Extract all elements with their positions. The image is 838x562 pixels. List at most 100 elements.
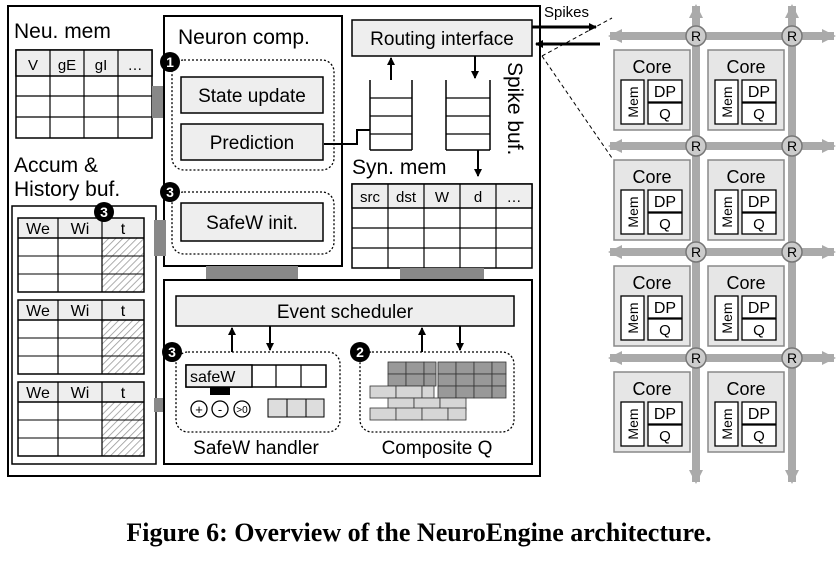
compq-cell-10	[437, 373, 457, 387]
compq-cell-8	[405, 373, 425, 387]
badge-3-safew-label: 3	[168, 344, 176, 360]
core-mem-label-2-1: Mem	[719, 302, 735, 333]
compq-cell-12	[473, 373, 493, 387]
neuron-comp-group-1	[171, 59, 335, 171]
core-dp-box-3-1	[741, 401, 777, 425]
prediction-label: Prediction	[210, 133, 295, 154]
compq-cell-11	[455, 373, 475, 387]
core-q-label-2-1: Q	[753, 322, 765, 339]
compq-cell-25	[395, 407, 423, 421]
router-icon-0-1	[781, 25, 803, 47]
core-mem-label-0-1: Mem	[719, 86, 735, 117]
core-dp-label-0-1: DP	[748, 84, 770, 101]
badge-3-hist-icon	[94, 202, 114, 222]
safew-handler-group	[175, 351, 341, 433]
history-header-0-0: We	[26, 221, 50, 238]
compq-cell-4	[455, 361, 475, 375]
history-header-2-0: We	[26, 385, 50, 402]
history-header-bg-0	[18, 218, 144, 238]
history-header-0-2: t	[121, 221, 126, 238]
compq-cell-15	[395, 385, 423, 399]
core-q-box-2-1	[741, 318, 777, 341]
safew-buffer	[267, 398, 325, 418]
neuroengine-diagram: Neu. mem V gE gI … Neuron comp. State up…	[7, 4, 836, 484]
badge-1-label: 1	[166, 54, 174, 70]
router-label-3-0: R	[691, 350, 701, 366]
neu-mem-table: V gE gI …	[15, 49, 153, 139]
core-mem-box-1-1	[714, 189, 739, 235]
compq-cell-14	[369, 385, 397, 399]
core-mem-label-3-1: Mem	[719, 408, 735, 439]
history-header-1-2: t	[121, 303, 126, 320]
prediction-box	[180, 123, 324, 161]
router-label-2-1: R	[787, 244, 797, 260]
core-mem-box-0-0	[620, 79, 645, 125]
op-gt0-icon	[233, 400, 251, 418]
compq-cell-9	[423, 373, 437, 387]
core-q-box-3-1	[741, 424, 777, 447]
history-header-bg-2	[18, 382, 144, 402]
history-header-1-0: We	[26, 303, 50, 320]
core-q-label-3-1: Q	[753, 428, 765, 445]
core-dp-box-0-1	[741, 79, 777, 103]
composite-q-label: Composite Q	[382, 438, 493, 459]
syn-mem-table: src dst W d …	[351, 183, 533, 269]
spikes-label: Spikes	[544, 4, 589, 21]
core-dp-box-1-0	[647, 189, 683, 213]
core-mem-label-1-1: Mem	[719, 196, 735, 227]
safew-init-label: SafeW init.	[206, 213, 298, 234]
router-icon-3-1	[781, 347, 803, 369]
op-plus-icon	[190, 400, 208, 418]
compq-cell-3	[437, 361, 457, 375]
compq-cell-13	[491, 373, 507, 387]
core-dp-label-1-0: DP	[654, 194, 676, 211]
core-label-3-0: Core	[632, 379, 671, 399]
core-label-2-1: Core	[726, 273, 765, 293]
accum-title-line1: Accum &	[14, 154, 98, 177]
history-connector-top	[154, 220, 166, 256]
syn-mem-title: Syn. mem	[352, 156, 447, 179]
event-scheduler-label: Event scheduler	[277, 302, 414, 323]
neu-mem-title: Neu. mem	[14, 20, 111, 43]
router-icon-2-1	[781, 241, 803, 263]
history-table-0	[17, 217, 145, 293]
router-label-1-0: R	[691, 138, 701, 154]
neu-mem-header-0: V	[28, 57, 38, 74]
router-label-0-0: R	[691, 28, 701, 44]
badge-2-icon	[350, 342, 370, 362]
core-label-1-1: Core	[726, 167, 765, 187]
compq-cell-16	[421, 385, 435, 399]
history-t-column-0	[102, 238, 144, 292]
core-mem-box-2-1	[714, 295, 739, 341]
router-icon-1-0	[685, 135, 707, 157]
compq-cell-7	[387, 373, 407, 387]
core-q-label-3-0: Q	[659, 428, 671, 445]
core-mem-label-2-0: Mem	[625, 302, 641, 333]
router-label-3-1: R	[787, 350, 797, 366]
core-q-box-0-0	[647, 102, 683, 125]
history-t-column-1	[102, 320, 144, 374]
syn-mem-header-4: …	[507, 189, 522, 206]
router-icon-0-0	[685, 25, 707, 47]
core-label-0-1: Core	[726, 57, 765, 77]
accum-title-line2: History buf.	[14, 178, 120, 201]
figure-caption: Figure 6: Overview of the NeuroEngine ar…	[126, 518, 712, 547]
core-dp-label-2-1: DP	[748, 300, 770, 317]
prediction-to-queue-line	[324, 129, 370, 145]
core-mem-label-3-0: Mem	[625, 408, 641, 439]
router-label-0-1: R	[787, 28, 797, 44]
history-table-1	[17, 299, 145, 375]
compq-cell-2	[423, 361, 437, 375]
neu-mem-connector	[152, 86, 166, 118]
core-q-box-1-0	[647, 212, 683, 235]
core-dp-label-1-1: DP	[748, 194, 770, 211]
op-gt0-label: >0	[236, 405, 248, 416]
core-dp-label-2-0: DP	[654, 300, 676, 317]
core-q-label-2-0: Q	[659, 322, 671, 339]
syn-mem-header-0: src	[360, 189, 380, 206]
core-label-0-0: Core	[632, 57, 671, 77]
core-dp-box-2-1	[741, 295, 777, 319]
neu-mem-header-3: …	[128, 57, 143, 74]
core-q-label-1-1: Q	[753, 216, 765, 233]
history-table-2	[17, 381, 145, 457]
